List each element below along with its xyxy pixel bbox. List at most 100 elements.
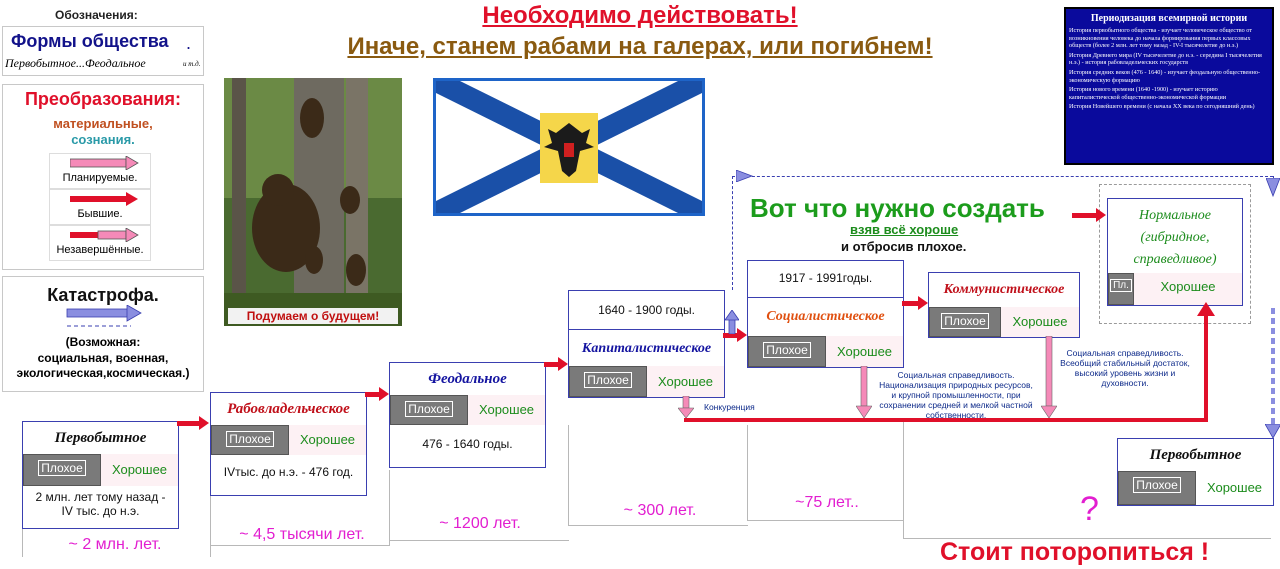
legend-possible-title: (Возможная: [65, 335, 141, 349]
era-slave-good: Хорошее [289, 425, 366, 455]
era-primitive-bad: Плохое [23, 454, 101, 486]
era-feudal-dates: 476 - 1640 годы. [422, 437, 513, 451]
era-slave-bad: Плохое [211, 425, 289, 455]
legend-transform-consciousness: сознания. [71, 132, 135, 147]
periodization-item-2: История Древнего мира (IV тысячелетие до… [1069, 51, 1262, 67]
pink-arrow-competition-icon [678, 396, 694, 419]
legend-past-label: Бывшие. [77, 208, 123, 220]
era-normal-name: Нормальное (гибридное, справедливое) [1133, 208, 1217, 267]
era-feudal-name: Феодальное [428, 371, 507, 387]
era-normal-box: Нормальное (гибридное, справедливое) Пл.… [1107, 198, 1243, 306]
note-communist: Социальная справедливость. Всеобщий стаб… [1060, 348, 1190, 388]
era-communist-name: Коммунистическое [943, 282, 1065, 297]
era-normal-good: Хорошее [1134, 273, 1242, 305]
era-capitalist-name: Капиталистическое [581, 341, 712, 356]
legend-unfinished-label: Незавершённые. [56, 244, 144, 256]
question-mark: ? [1080, 490, 1099, 528]
era-communist-bad: Плохое [929, 307, 1001, 337]
past-arrow-icon [70, 192, 138, 206]
periodization-box: Периодизация всемирной истории История п… [1064, 7, 1274, 165]
era-socialist-name: Социалистическое [766, 309, 885, 324]
hurry-text: Стоит поторопиться ! [940, 538, 1210, 566]
stair-line-2 [210, 470, 211, 557]
create-sub2: и отбросив плохое. [841, 239, 967, 254]
era-capitalist-box: 1640 - 1900 годы. Капиталистическое Плох… [568, 290, 725, 398]
stair-line-4 [568, 425, 569, 525]
header-line2: Иначе, станем рабами на галерах, или пог… [347, 33, 933, 60]
red-feedback-line-v [1204, 314, 1208, 422]
catastrophe-dashed-left [732, 176, 733, 290]
stair-line-1 [22, 527, 23, 557]
span-label-1: ~ 2 млн. лет. [68, 536, 162, 553]
era-capitalist-bad: Плохое [569, 366, 647, 397]
create-sub1: взяв всё хороше [850, 222, 959, 237]
arrow-capitalist-socialist [723, 333, 737, 338]
era-primitive-future-bad: Плохое [1118, 471, 1196, 505]
legend-forms-box: Формы общества . Первобытное...Феодально… [2, 26, 204, 76]
span-label-3: ~ 1200 лет. [439, 515, 521, 532]
bear-picture: Подумаем о будущем! [224, 78, 402, 326]
red-feedback-line-h [684, 418, 1208, 422]
era-communist-good: Хорошее [1001, 307, 1079, 337]
periodization-item-5: История Новейшего времени (с начала XX в… [1069, 103, 1255, 111]
periodization-title: Периодизация всемирной истории [1090, 13, 1248, 24]
era-capitalist-dates: 1640 - 1900 годы. [598, 303, 695, 317]
catastrophe-arrow-primitive-icon [1265, 424, 1280, 438]
arrow-slave-feudal-head [379, 387, 389, 401]
catastrophe-dashed-top [732, 176, 1273, 177]
legend-catastrophe-box: Катастрофа. (Возможная: социальная, воен… [2, 276, 204, 392]
era-slave-dates: IVтыс. до н.э. - 476 год. [223, 465, 354, 479]
arrow-capitalist-socialist-head [737, 328, 747, 342]
note-socialist: Социальная справедливость. Национализаци… [879, 370, 1033, 420]
era-primitive-future-good: Хорошее [1196, 471, 1273, 505]
andreevsky-flag [433, 78, 705, 216]
legend-past-box: Бывшие. [49, 189, 151, 225]
bear-caption: Подумаем о будущем! [228, 308, 398, 324]
arrow-feudal-capitalist [544, 362, 558, 367]
arrow-create-normal-head [1096, 208, 1106, 222]
legend-possible-list: социальная, военная, экологическая,косми… [16, 351, 190, 380]
stair-h-3 [568, 525, 748, 526]
span-label-2: ~ 4,5 тысячи лет. [239, 526, 365, 543]
arrow-create-normal [1072, 213, 1096, 218]
era-primitive-future-name: Первобытное [1149, 447, 1242, 463]
arrow-primitive-slave-head [199, 416, 209, 430]
arrow-feudal-capitalist-head [558, 357, 568, 371]
era-feudal-bad: Плохое [390, 395, 468, 425]
era-feudal-good: Хорошее [468, 395, 545, 425]
legend-forms-etc: и т.д. [183, 60, 201, 68]
era-primitive-good: Хорошее [101, 454, 178, 486]
catastrophe-dashed-right-bottom [1271, 308, 1275, 428]
legend-heading: Обозначения: [55, 8, 138, 22]
span-label-4: ~ 300 лет. [623, 502, 697, 519]
create-title: Вот что нужно создать [750, 193, 1045, 223]
era-primitive-box: Первобытное Плохое Хорошее 2 млн. лет то… [22, 421, 179, 529]
note-competition: Конкуренция [704, 402, 755, 412]
era-socialist-box: 1917 - 1991годы. Социалистическое Плохое… [747, 260, 904, 368]
era-primitive-dates: 2 млн. лет тому назад - IV тыс. до н.э. [35, 490, 166, 518]
legend-forms-example: Первобытное...Феодальное [5, 56, 146, 70]
stair-h-1 [210, 545, 390, 546]
normal-dashed-frame [1099, 184, 1251, 324]
arrow-slave-feudal [365, 392, 379, 397]
legend-planned-label: Планируемые. [62, 172, 138, 184]
periodization-item-1: История первобытного общества - изучает … [1069, 27, 1252, 50]
legend-transform-box: Преобразования: материальные, сознания. … [2, 84, 204, 270]
header-line1: Необходимо действовать! [482, 2, 798, 29]
stair-line-6 [903, 420, 904, 538]
era-slave-name: Рабовладельческое [227, 401, 350, 417]
stair-h-4 [747, 520, 904, 521]
arrow-socialist-communist [902, 301, 918, 306]
arrow-socialist-communist-head [918, 296, 928, 310]
periodization-item-4: История нового времени (1640 -1900) - из… [1069, 86, 1227, 101]
stair-h-2 [389, 540, 569, 541]
catastrophe-arrow-icon [66, 305, 142, 327]
bears-illustration [224, 78, 402, 326]
legend-forms-dot: . [186, 33, 192, 53]
era-socialist-bad: Плохое [748, 336, 826, 367]
legend-transform-title: Преобразования: [24, 89, 182, 109]
era-capitalist-good: Хорошее [647, 366, 724, 397]
era-socialist-dates: 1917 - 1991годы. [778, 271, 873, 285]
stair-line-5 [747, 425, 748, 520]
planned-arrow-icon [70, 156, 139, 170]
